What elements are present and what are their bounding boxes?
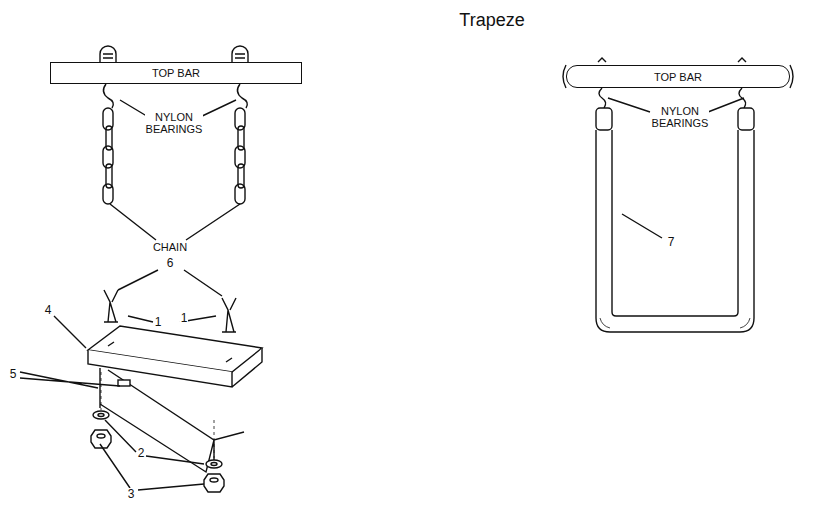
callout-number: 4 — [44, 304, 53, 317]
bar-label: TOP BAR — [654, 71, 702, 83]
part-label: CHAIN — [152, 242, 188, 254]
top-bar: TOP BAR — [50, 62, 302, 84]
callout-number: 1 — [180, 312, 189, 325]
bar-label: TOP BAR — [152, 67, 200, 79]
diagram-title: Trapeze — [459, 10, 524, 31]
top-bar: TOP BAR — [566, 65, 790, 88]
part-label: NYLON BEARINGS — [145, 112, 204, 135]
callout-number: 7 — [667, 236, 676, 249]
callout-number: 6 — [166, 257, 175, 270]
callout-number: 2 — [137, 447, 146, 460]
callout-number: 3 — [127, 488, 136, 501]
callout-number: 5 — [9, 368, 18, 381]
part-label: NYLON BEARINGS — [651, 106, 710, 129]
callout-number: 1 — [154, 316, 163, 329]
